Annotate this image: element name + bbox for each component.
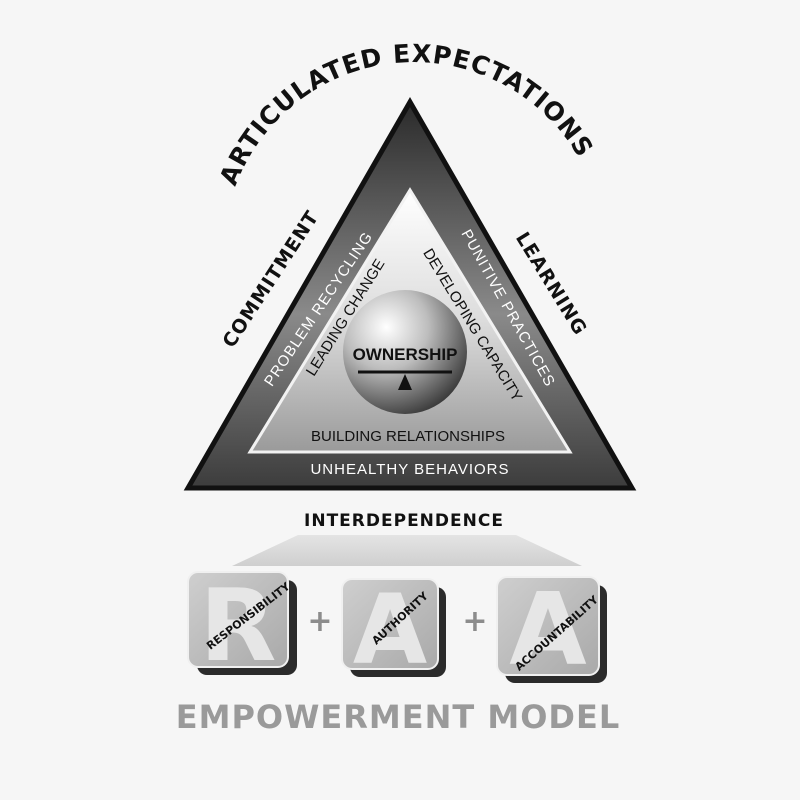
empowerment-model-title: EMPOWERMENT MODEL bbox=[176, 698, 620, 736]
authority-block: A AUTHORITY bbox=[341, 574, 446, 686]
ownership-sphere bbox=[343, 290, 467, 414]
interdependence-arrow bbox=[232, 535, 582, 566]
ownership-label: OWNERSHIP bbox=[353, 345, 458, 364]
responsibility-block: R RESPONSIBILITY bbox=[187, 567, 297, 684]
plus-sign-1: + bbox=[307, 604, 332, 639]
unhealthy-behaviors-label: UNHEALTHY BEHAVIORS bbox=[310, 461, 509, 478]
authority-letter: A bbox=[353, 574, 427, 686]
interdependence-label: INTERDEPENDENCE bbox=[304, 511, 504, 531]
responsibility-letter: R bbox=[199, 567, 276, 684]
fulcrum-icon bbox=[398, 374, 412, 390]
accountability-block: A ACCOUNTABILITY bbox=[496, 571, 607, 688]
building-relationships-label: BUILDING RELATIONSHIPS bbox=[311, 428, 505, 445]
plus-sign-2: + bbox=[462, 604, 487, 639]
accountability-letter: A bbox=[509, 571, 586, 688]
